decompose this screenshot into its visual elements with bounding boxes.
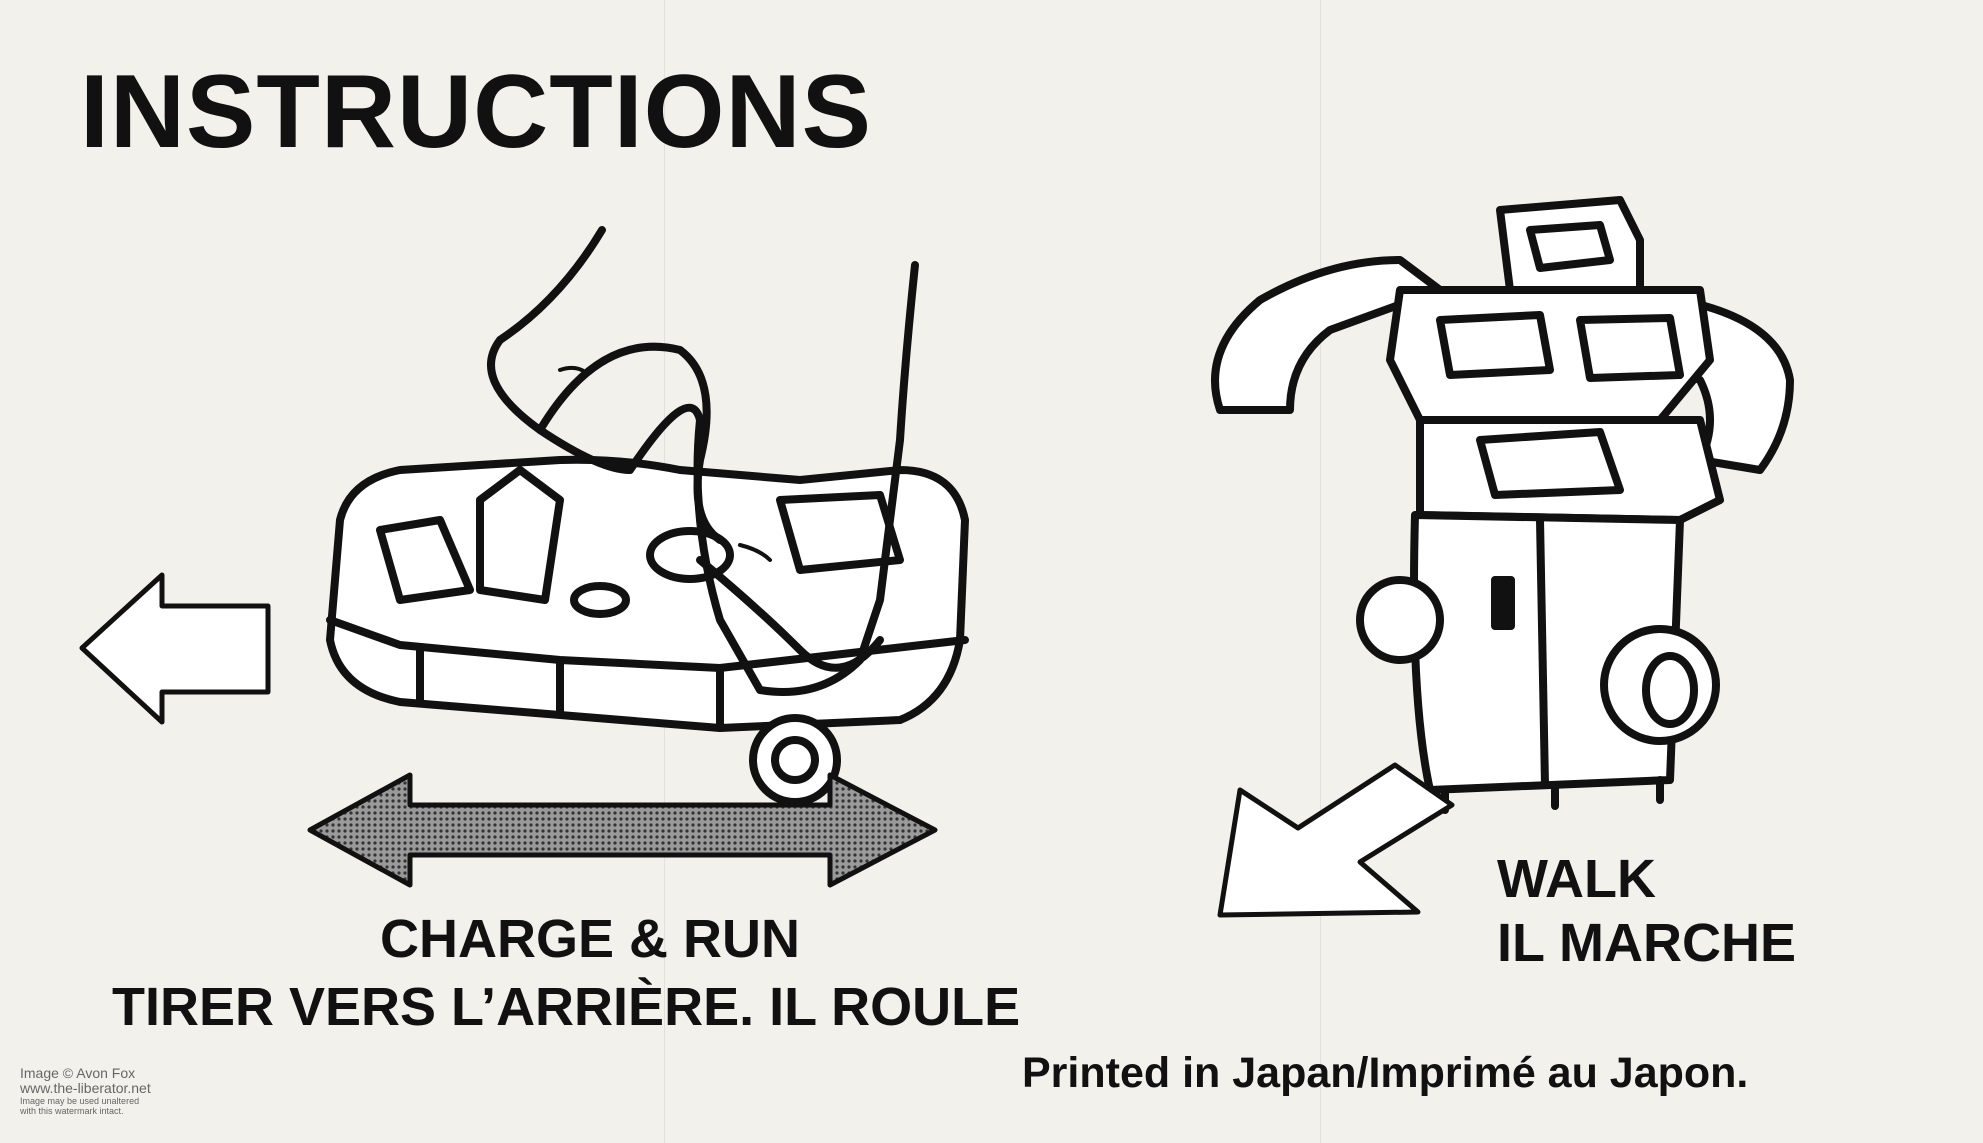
watermark-url: www.the-liberator.net xyxy=(20,1080,151,1097)
left-arrow-icon xyxy=(79,572,271,725)
watermark: Image © Avon Fox www.the-liberator.net I… xyxy=(20,1065,151,1117)
watermark-note-1: Image may be used unaltered xyxy=(20,1095,140,1106)
double-arrow-icon xyxy=(307,772,938,888)
watermark-note-2: with this watermark intact. xyxy=(20,1105,124,1116)
car-with-hand-illustration xyxy=(326,226,969,806)
page-title: INSTRUCTIONS xyxy=(80,54,872,170)
walk-arrow-icon xyxy=(1217,762,1455,918)
caption-charge-run-fr: TIRER VERS L’ARRIÈRE. IL ROULE xyxy=(112,977,1021,1037)
caption-walk: WALK xyxy=(1497,849,1656,909)
watermark-credit: Image © Avon Fox xyxy=(20,1065,136,1081)
fold-line-right xyxy=(1320,0,1322,1143)
robot-illustration xyxy=(1211,196,1794,814)
caption-walk-fr: IL MARCHE xyxy=(1497,913,1797,973)
printed-in-note: Printed in Japan/Imprimé au Japon. xyxy=(1022,1049,1749,1097)
caption-charge-run: CHARGE & RUN xyxy=(380,909,801,969)
